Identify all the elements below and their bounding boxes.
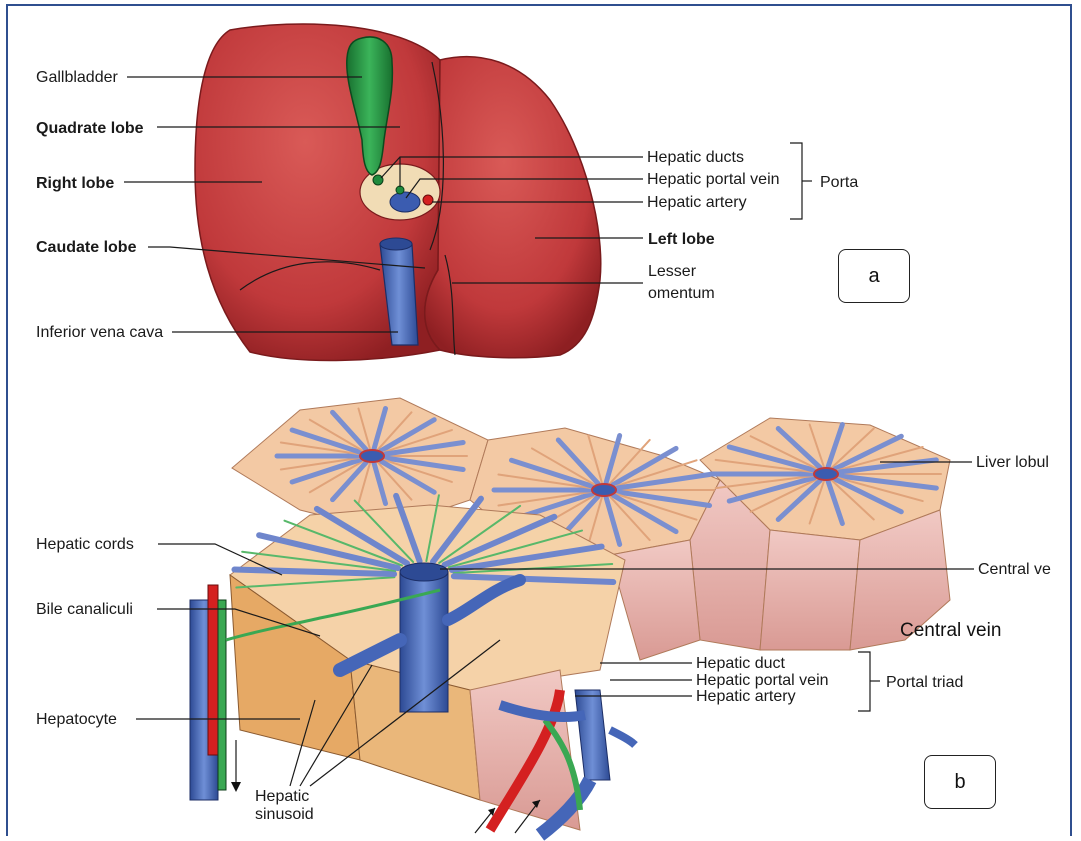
label-right-lobe: Right lobe [36, 175, 114, 192]
label-hepatic-portal-vein-a: Hepatic portal vein [647, 171, 780, 188]
portal-vein-branch-right-2 [610, 730, 635, 745]
label-hepatocyte: Hepatocyte [36, 711, 117, 728]
lobule-side-2 [760, 530, 860, 650]
portal-vessel-left-artery [208, 585, 218, 755]
portal-vessel-left-duct [218, 600, 226, 790]
label-quadrate-lobe: Quadrate lobe [36, 120, 144, 137]
central-vein-opening [400, 563, 448, 581]
label-hepatic-portal-vein-b: Hepatic portal vein [696, 672, 829, 689]
label-gallbladder: Gallbladder [36, 69, 119, 86]
ivc-top-opening [380, 238, 412, 250]
label-hepatic-duct: Hepatic duct [696, 655, 785, 672]
label-inferior-vena-cava: Inferior vena cava [36, 324, 163, 341]
duct-opening-2 [396, 186, 404, 194]
label-caudate-lobe: Caudate lobe [36, 239, 137, 256]
label-hepatic-sinusoid-2: sinusoid [255, 806, 314, 823]
portal-vein-opening [390, 192, 420, 212]
label-hepatic-sinusoid-1: Hepatic [255, 788, 309, 805]
artery-opening [423, 195, 433, 205]
portal-triad-bracket [858, 652, 870, 711]
flow-arrow-3-head [231, 782, 241, 792]
liver-illustration [195, 24, 601, 360]
central-vein-note: Central vein [900, 620, 1001, 642]
label-hepatic-cords: Hepatic cords [36, 536, 134, 553]
label-hepatic-artery-a: Hepatic artery [647, 194, 747, 211]
label-lesser-omentum-1: Lesser [648, 263, 697, 280]
label-porta: Porta [820, 174, 858, 191]
portal-vessel-right-vein [575, 690, 610, 780]
label-bile-canaliculi: Bile canaliculi [36, 601, 133, 618]
lobule-illustration [190, 398, 950, 835]
panel-tag-b: b [924, 755, 996, 809]
duct-opening-1 [373, 175, 383, 185]
label-hepatic-artery-b: Hepatic artery [696, 688, 796, 705]
label-central-vein-cut: Central ve [978, 561, 1051, 578]
porta-bracket [790, 143, 802, 219]
label-hepatic-ducts: Hepatic ducts [647, 149, 744, 166]
central-vein-top-3 [814, 468, 838, 480]
panel-tag-a: a [838, 249, 910, 303]
label-lesser-omentum-2: omentum [648, 285, 715, 302]
left-lobe-shape [425, 57, 601, 358]
label-left-lobe: Left lobe [648, 231, 715, 248]
label-portal-triad: Portal triad [886, 674, 963, 691]
lobule-side-4 [610, 540, 700, 660]
central-vein-top-2 [592, 484, 616, 496]
label-liver-lobule: Liver lobul [976, 454, 1049, 471]
central-vein-top-1 [360, 450, 384, 462]
